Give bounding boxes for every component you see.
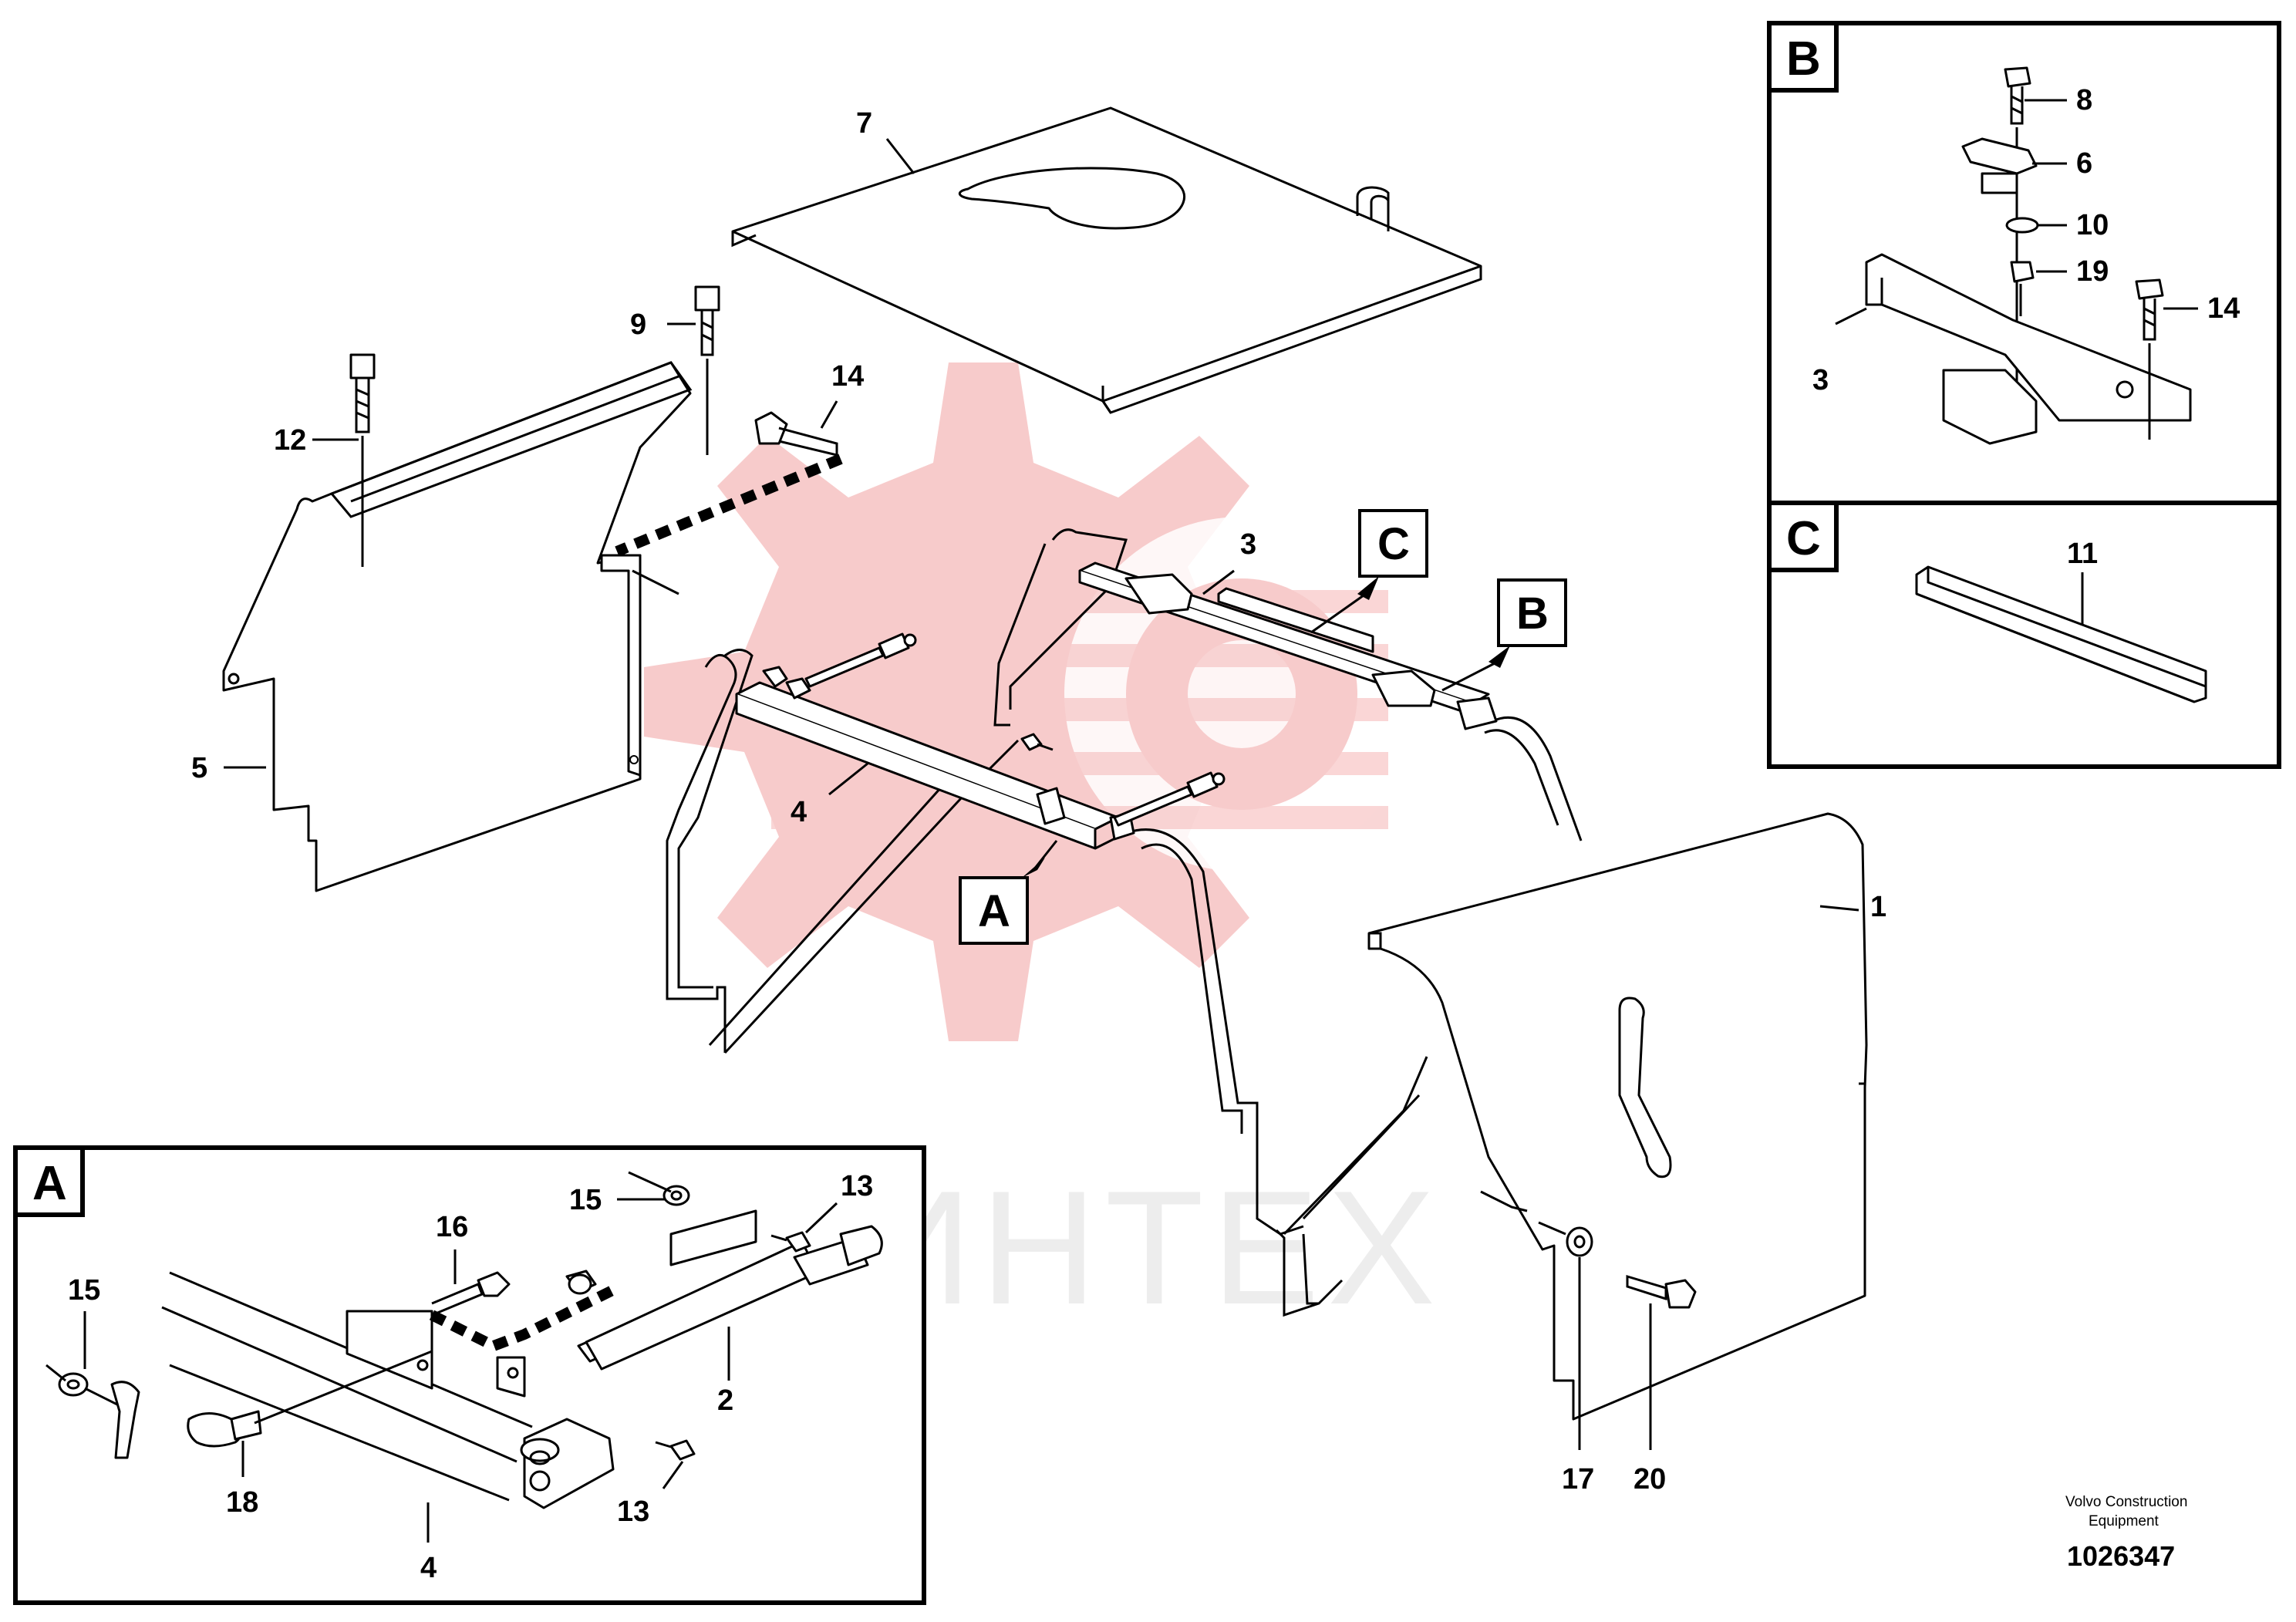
footer-company-line2: Equipment xyxy=(2089,1513,2159,1529)
part-gas-strut-left xyxy=(804,632,917,688)
washer-17 xyxy=(1566,1226,1593,1450)
label-14-main: 14 xyxy=(831,360,864,393)
part-4-rail xyxy=(735,666,1135,850)
label-16: 16 xyxy=(436,1211,468,1243)
callout-B: B xyxy=(1441,578,1567,692)
svg-text:A: A xyxy=(978,886,1010,936)
label-3-main: 3 xyxy=(1240,528,1256,561)
label-5: 5 xyxy=(191,752,207,784)
bolt-14 xyxy=(615,411,843,595)
label-13-bottom: 13 xyxy=(617,1496,649,1528)
label-10: 10 xyxy=(2076,209,2109,241)
inset-B-letter: B xyxy=(1786,32,1821,86)
inset-B-panel: B 8 6 10 19 3 14 xyxy=(1767,21,2281,505)
label-1: 1 xyxy=(1870,891,1886,923)
part-right-panel xyxy=(1367,812,1868,1421)
callout-C: C xyxy=(1310,509,1428,634)
small-bolt-center xyxy=(1020,733,1054,751)
label-2: 2 xyxy=(717,1384,733,1417)
label-13-top: 13 xyxy=(841,1170,873,1202)
label-18: 18 xyxy=(226,1486,258,1519)
label-8: 8 xyxy=(2076,84,2092,116)
part-top-cover xyxy=(731,106,1482,414)
footer-drawing-number: 1026347 xyxy=(2067,1540,2175,1572)
bolt-20 xyxy=(1626,1274,1697,1450)
label-17: 17 xyxy=(1562,1463,1594,1496)
inset-A-letter: A xyxy=(32,1157,67,1210)
label-12: 12 xyxy=(274,424,306,457)
part-left-panel xyxy=(222,361,693,892)
part-3-rail xyxy=(1078,561,1498,730)
bolt-12 xyxy=(349,353,376,567)
part-main-frame xyxy=(666,528,1583,1317)
inset-A-panel: A 4 2 15 13 13 xyxy=(13,1145,926,1605)
label-14-inset-b: 14 xyxy=(2207,292,2240,325)
callout-A: A xyxy=(959,840,1058,945)
label-7: 7 xyxy=(856,107,872,140)
label-6: 6 xyxy=(2076,147,2092,180)
inset-C-letter: C xyxy=(1786,512,1821,565)
watermark-text: ИНТЕХ xyxy=(856,1157,1443,1338)
label-3-inset-b: 3 xyxy=(1812,364,1829,396)
label-15-top: 15 xyxy=(569,1184,602,1216)
label-11: 11 xyxy=(2067,538,2098,570)
label-19: 19 xyxy=(2076,255,2109,288)
footer-block: Volvo Construction Equipment 1026347 xyxy=(2065,1494,2187,1572)
label-9: 9 xyxy=(630,309,646,341)
label-20: 20 xyxy=(1633,1463,1666,1496)
part-gas-strut-right xyxy=(1113,771,1226,827)
label-4-main: 4 xyxy=(791,796,807,828)
footer-company-line1: Volvo Construction xyxy=(2065,1494,2187,1510)
svg-text:B: B xyxy=(1516,588,1549,639)
inset-C-panel: C 11 xyxy=(1767,501,2281,769)
bolt-9 xyxy=(694,285,720,455)
svg-text:C: C xyxy=(1377,519,1410,569)
label-4-inset-a: 4 xyxy=(420,1552,437,1584)
label-15-left: 15 xyxy=(68,1274,100,1307)
